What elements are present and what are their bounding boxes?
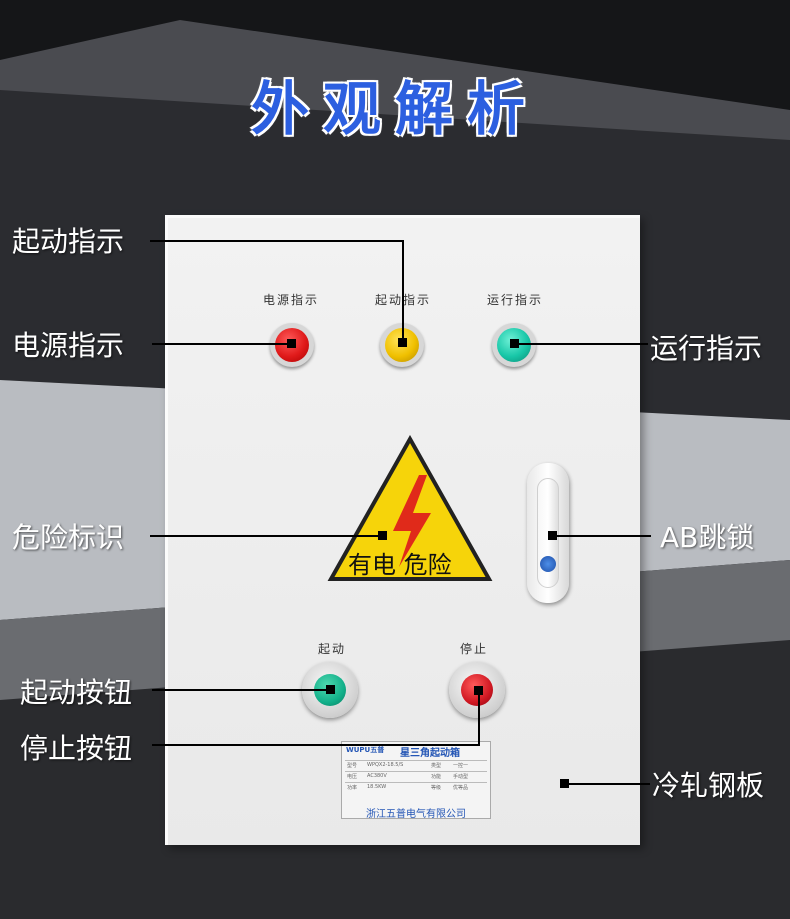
leader-stop-button-v	[478, 690, 480, 746]
nameplate-row: 电压 AC380V 功能 手动型	[345, 771, 487, 781]
leader-steel-plate	[564, 783, 650, 785]
nameplate-company: 浙江五普电气有限公司	[366, 809, 466, 820]
danger-warning-sign	[327, 435, 493, 581]
dot-start-indicator	[398, 338, 407, 347]
nameplate: WUPU五普 星三角起动箱 型号 WPQX2-18.5/S 类型 一控一 电压 …	[341, 741, 491, 820]
lock-keyhole-icon[interactable]	[540, 556, 556, 572]
nameplate-row: 功率 18.5KW 等级 优等品	[345, 782, 487, 792]
callout-power-indicator: 电源指示	[12, 329, 125, 362]
dot-start-button	[326, 685, 335, 694]
nameplate-brand: WUPU五普	[346, 746, 385, 754]
nameplate-row: 型号 WPQX2-18.5/S 类型 一控一	[345, 760, 487, 770]
leader-start-button	[152, 689, 330, 691]
leader-power-indicator	[152, 343, 292, 345]
callout-steel-plate: 冷轧钢板	[652, 769, 765, 802]
dot-stop-button	[474, 686, 483, 695]
dot-steel-plate	[560, 779, 569, 788]
leader-danger-sign	[150, 535, 382, 537]
lightning-icon	[393, 475, 431, 567]
run-indicator-label: 运行指示	[487, 293, 544, 307]
callout-stop-button: 停止按钮	[20, 732, 133, 765]
leader-run-indicator	[512, 343, 648, 345]
callout-start-indicator: 起动指示	[12, 225, 125, 258]
leader-start-indicator-h	[150, 240, 404, 242]
dot-ab-lock	[548, 531, 557, 540]
dot-run-indicator	[510, 339, 519, 348]
warning-text: 有电 危险	[348, 551, 452, 579]
start-button-label: 起动	[318, 642, 347, 656]
power-indicator-label: 电源指示	[263, 293, 320, 307]
leader-stop-button-h	[152, 744, 480, 746]
page-title: 外观解析	[250, 75, 539, 143]
callout-run-indicator: 运行指示	[650, 332, 763, 365]
callout-ab-lock: AB跳锁	[660, 521, 755, 554]
nameplate-product-name: 星三角起动箱	[400, 748, 460, 759]
stop-button[interactable]	[449, 662, 505, 718]
dot-danger-sign	[378, 531, 387, 540]
leader-start-indicator-v	[402, 240, 404, 344]
callout-start-button: 起动按钮	[20, 676, 133, 709]
dot-power-indicator	[287, 339, 296, 348]
stop-button-label: 停止	[460, 642, 489, 656]
leader-ab-lock	[551, 535, 651, 537]
callout-danger-sign: 危险标识	[12, 521, 125, 554]
